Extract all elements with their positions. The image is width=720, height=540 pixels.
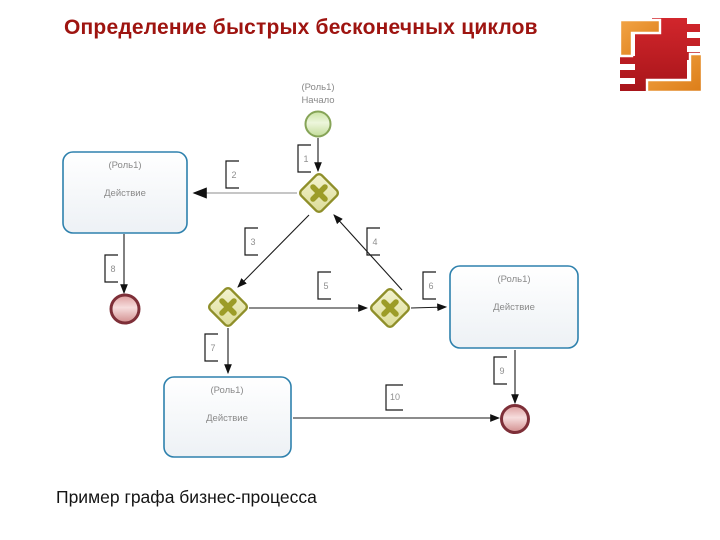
logo-orange-bottom-right xyxy=(645,52,704,94)
task-left: (Роль1) Действие xyxy=(62,151,188,234)
task-left-role: (Роль1) xyxy=(108,160,141,171)
logo-orange-top-left xyxy=(618,18,662,58)
edge-label-10: 10 xyxy=(385,384,403,411)
start-event: (Роль1) Начало xyxy=(301,82,335,138)
slide-title: Определение быстрых бесконечных циклов xyxy=(64,16,538,39)
edge-label-5: 5 xyxy=(317,271,331,300)
logo-red-shape xyxy=(620,18,700,91)
task-right-label: Действие xyxy=(493,302,535,313)
edge-label-2: 2 xyxy=(225,160,239,189)
edge-label-8-number: 8 xyxy=(110,264,115,274)
start-event-label: Начало xyxy=(301,95,334,106)
slide-caption: Пример графа бизнес-процесса xyxy=(56,487,317,507)
task-right: (Роль1) Действие xyxy=(449,265,579,349)
edge-4-arrow xyxy=(333,214,403,291)
task-bottom: (Роль1) Действие xyxy=(163,376,292,458)
edge-3-arrow xyxy=(237,214,310,288)
edge-label-4: 4 xyxy=(366,227,380,256)
task-left-label: Действие xyxy=(104,188,146,199)
edge-label-5-number: 5 xyxy=(323,281,328,291)
task-bottom-role: (Роль1) xyxy=(210,385,243,396)
edge-label-9: 9 xyxy=(493,356,507,385)
edge-label-3: 3 xyxy=(244,227,258,256)
edge-label-8: 8 xyxy=(104,254,118,283)
task-bottom-label: Действие xyxy=(206,413,248,424)
end-event-right xyxy=(500,404,530,434)
end-event-left xyxy=(109,293,141,325)
task-right-box xyxy=(449,265,579,349)
edge-label-1: 1 xyxy=(297,144,311,173)
start-event-circle xyxy=(304,110,332,138)
gateway-top xyxy=(298,172,340,214)
edge-label-6: 6 xyxy=(422,271,436,300)
edge-label-4-number: 4 xyxy=(372,237,377,247)
edge-label-1-number: 1 xyxy=(303,154,308,164)
edge-label-6-number: 6 xyxy=(428,281,433,291)
edge-label-2-number: 2 xyxy=(231,170,236,180)
company-logo-icon xyxy=(618,18,704,94)
gateway-x-icon xyxy=(310,184,328,202)
edge-6-arrow xyxy=(410,303,448,312)
gateway-x-icon xyxy=(381,299,399,317)
gateway-right xyxy=(369,287,411,329)
gateway-x-icon xyxy=(219,298,237,316)
start-event-role: (Роль1) xyxy=(301,82,334,93)
edge-label-10-number: 10 xyxy=(390,392,400,402)
task-bottom-box xyxy=(163,376,292,458)
task-left-box xyxy=(62,151,188,234)
edge-label-3-number: 3 xyxy=(250,237,255,247)
gateway-left xyxy=(207,286,249,328)
edge-label-7: 7 xyxy=(204,333,218,362)
task-right-role: (Роль1) xyxy=(497,274,530,285)
edge-label-9-number: 9 xyxy=(499,366,504,376)
edge-label-7-number: 7 xyxy=(210,343,215,353)
